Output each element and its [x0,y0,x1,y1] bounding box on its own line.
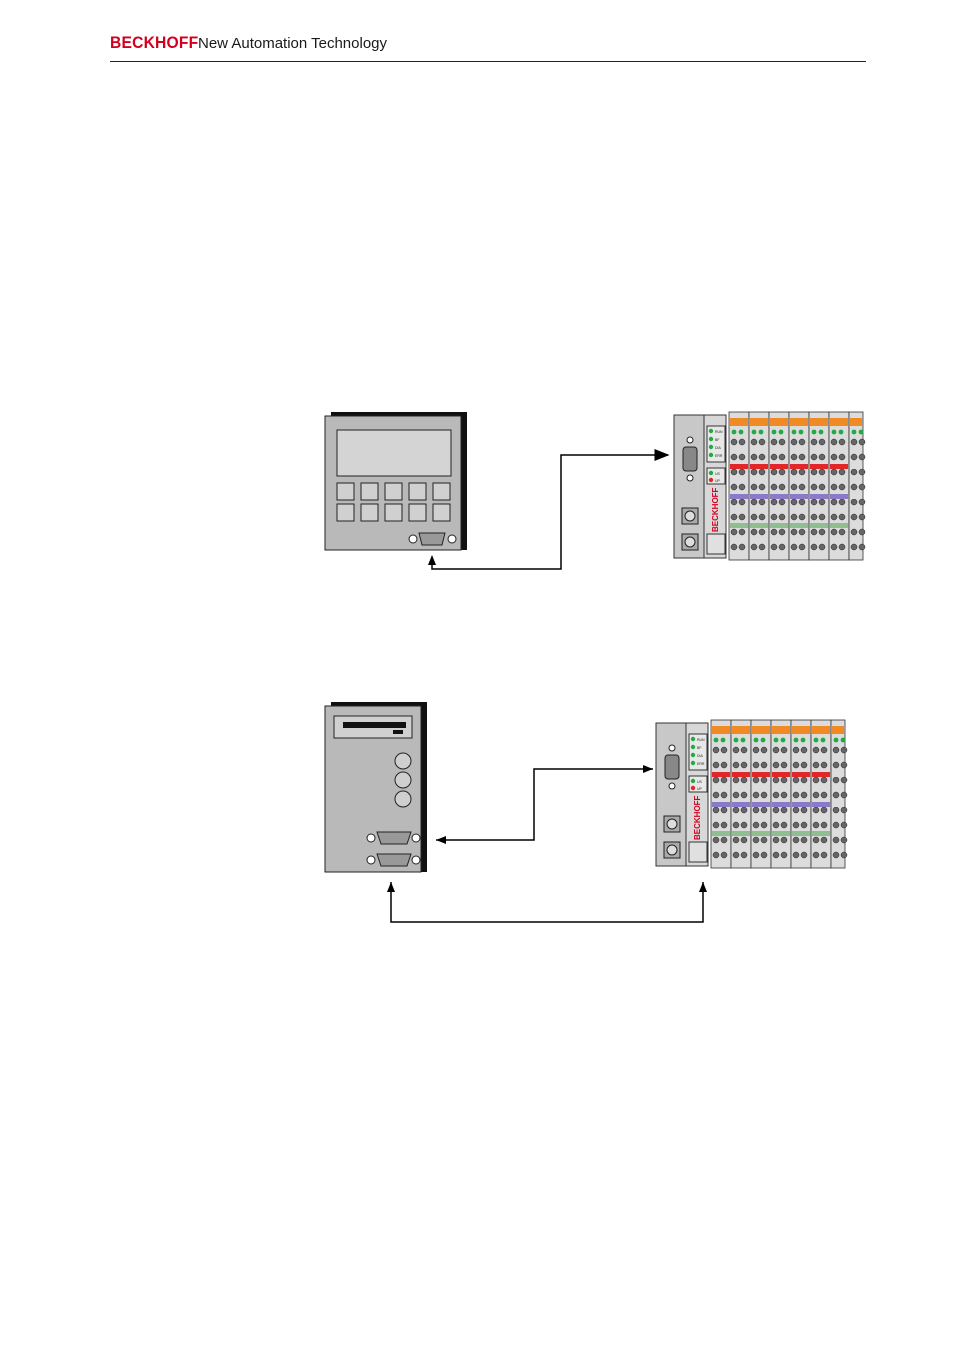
terminal-orange-cap [850,418,862,426]
terminal-orange-cap [812,726,830,734]
status-led [690,744,696,750]
coupler-logo: BECKHOFF [693,795,702,840]
terminal-orange-cap [730,418,748,426]
header-rule [110,61,866,62]
button-1 [394,752,412,770]
terminal-orange-cap [832,726,844,734]
status-led [708,470,714,476]
led-label: US [715,472,721,476]
arrow-up-3a [387,882,395,892]
terminal-orange-cap [810,418,828,426]
operator-panel [324,412,467,551]
bus-coupler-station-1: RUN BF DIA ERR US UP BECKHOFF [673,411,866,561]
bus-coupler-station-2: RUN BF DIA ERR US UP BECKHOFF [655,719,848,869]
led-label: BF [715,438,719,442]
led-label: ERR [715,454,723,458]
terminal-orange-cap [770,418,788,426]
terminal-orange-cap [792,726,810,734]
panel-display [336,429,452,477]
status-led [690,778,696,784]
arrow-up-1 [428,555,436,565]
coupler-dsub-icon [664,754,680,780]
led-label: DIA [697,754,704,758]
button-3 [394,790,412,808]
terminal-orange-cap [830,418,848,426]
led-label: DIA [715,446,722,450]
led-label: ERR [697,762,705,766]
pc-serial-port-1-icon [366,831,421,845]
led-label: UP [715,479,721,483]
terminal-orange-cap [750,418,768,426]
status-led [690,785,696,791]
status-led [708,428,714,434]
arrow-left-2 [436,836,446,844]
pc-serial-port-2-icon [366,853,421,867]
terminal-orange-cap [712,726,730,734]
status-led [708,452,714,458]
terminal-orange-cap [772,726,790,734]
panel-keypad [336,482,451,522]
led-label: UP [697,787,703,791]
pc-tower [324,702,427,873]
status-led [708,444,714,450]
status-led [690,760,696,766]
coupler-logo: BECKHOFF [711,487,720,532]
status-led [708,436,714,442]
terminal-orange-cap [752,726,770,734]
terminal-orange-cap [790,418,808,426]
status-led [690,752,696,758]
page-header: BECKHOFF New Automation Technology [110,30,866,64]
button-2 [394,771,412,789]
led-label: RUN [697,738,705,742]
led-label: BF [697,746,701,750]
arrow-right-2 [643,765,653,773]
status-led [690,736,696,742]
led-label: US [697,780,703,784]
coupler-dsub-icon [682,446,698,472]
arrow-up-3b [699,882,707,892]
header-tagline: New Automation Technology [198,35,388,52]
connection-cable-2 [436,768,653,841]
status-led [708,477,714,483]
panel-serial-port-icon [408,532,457,546]
beckhoff-logo: BECKHOFF [110,33,199,52]
led-label: RUN [715,430,723,434]
terminal-orange-cap [732,726,750,734]
connection-cable-3 [390,882,704,923]
